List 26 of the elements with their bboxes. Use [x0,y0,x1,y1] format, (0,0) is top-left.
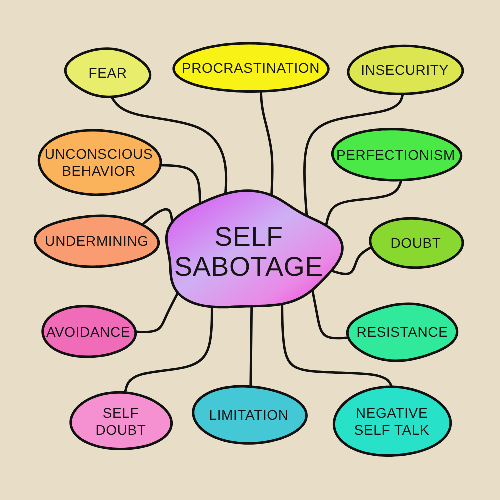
topic-label: INSECURITY [361,62,449,79]
central-topic-label: SELF SABOTAGE [174,222,324,282]
topic-label: DOUBT [390,234,442,252]
connector-line [325,179,403,227]
connector-line [281,303,394,388]
topic-label: PERFECTIONISM [336,146,456,164]
connector-line [250,305,254,388]
connector-line [330,246,373,276]
connector-line [134,292,180,334]
connector-line [311,288,350,340]
topic-label: AVOIDANCE [46,324,131,340]
topic-label: FEAR [88,64,128,82]
connector-line [141,208,174,226]
topic-label: UNCONSCIOUS BEHAVIOR [44,146,154,180]
connector-line [110,96,228,196]
topic-label: RESISTANCE [356,324,448,341]
topic-label: SELF DOUBT [94,404,148,438]
topic-label: UNDERMINING [45,233,149,250]
topic-label: PROCRASTINATION [182,60,320,76]
connector-line [124,306,214,394]
topic-bubble [62,45,154,101]
topic-label: NEGATIVE SELF TALK [353,405,431,439]
topic-label: LIMITATION [209,406,289,424]
connector-line [260,90,274,197]
connector-line [160,164,202,206]
topic-bubble [170,40,332,96]
